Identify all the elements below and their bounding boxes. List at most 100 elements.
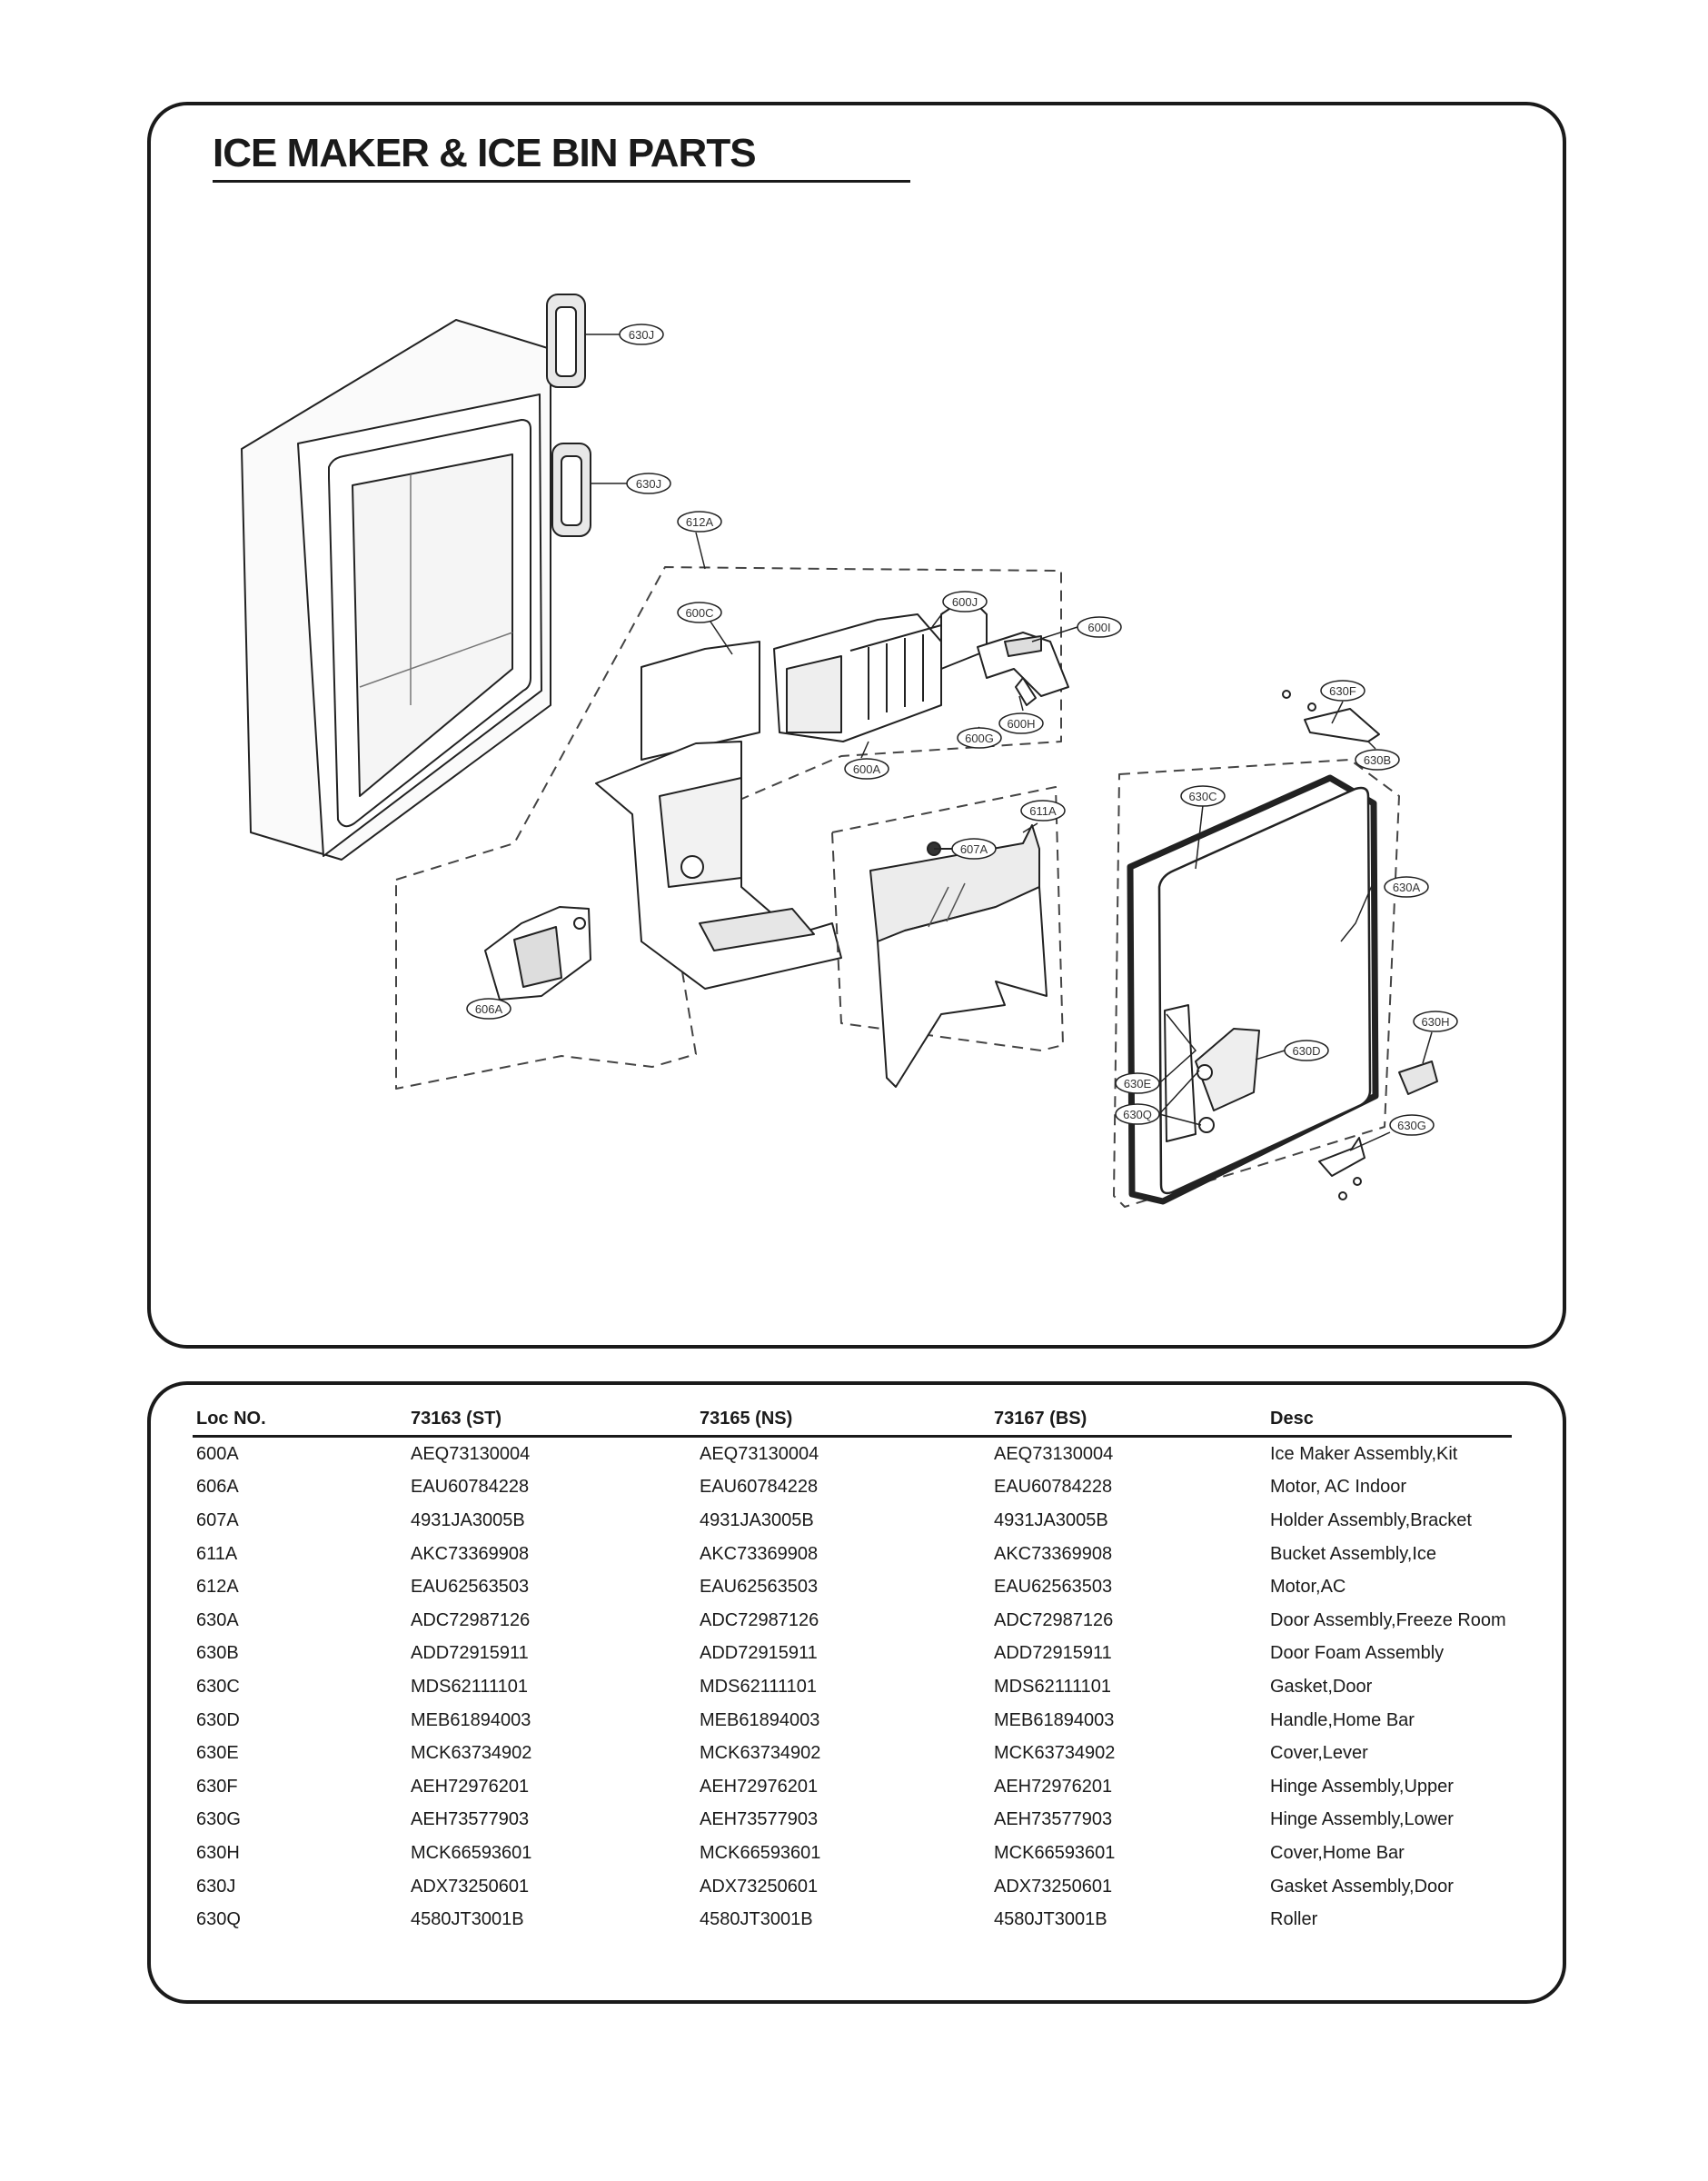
callout-630q: 630Q — [1123, 1108, 1152, 1121]
cell-desc: Hinge Assembly,Upper — [1270, 1776, 1454, 1797]
cell-desc: Holder Assembly,Bracket — [1270, 1509, 1472, 1530]
cell-part-bs: EAU62563503 — [994, 1577, 1113, 1598]
exploded-parts-diagram: 630J 630J 612A 600C 600J 600I 600H 600G … — [241, 294, 1458, 1208]
cell-part-ns: MCK63734902 — [700, 1743, 821, 1764]
column-header-73167-bs: 73167 (BS) — [990, 1403, 1266, 1438]
cell-desc: Roller — [1270, 1909, 1318, 1930]
callout-630j-lower: 630J — [636, 477, 661, 491]
parts-table-panel: Loc NO. 73163 (ST) 73165 (NS) 73167 (BS)… — [147, 1381, 1566, 2004]
cell-loc: 630B — [196, 1643, 239, 1664]
column-header-73163-st: 73163 (ST) — [407, 1403, 696, 1438]
callout-607a: 607A — [960, 842, 988, 856]
cell-loc: 630G — [196, 1809, 241, 1830]
cell-desc: Hinge Assembly,Lower — [1270, 1809, 1454, 1830]
cell-part-bs: ADD72915911 — [994, 1643, 1112, 1664]
callout-600g: 600G — [965, 732, 994, 745]
cell-desc: Gasket Assembly,Door — [1270, 1876, 1454, 1897]
cell-loc: 630D — [196, 1709, 240, 1730]
cell-part-ns: AEH73577903 — [700, 1809, 819, 1830]
cell-part-st: ADC72987126 — [411, 1609, 531, 1630]
cell-part-ns: AEH72976201 — [700, 1776, 819, 1797]
cell-part-ns: ADC72987126 — [700, 1609, 819, 1630]
callout-630g: 630G — [1397, 1119, 1426, 1132]
cell-desc: Door Foam Assembly — [1270, 1643, 1445, 1664]
callout-630c: 630C — [1188, 790, 1216, 803]
cell-desc: Bucket Assembly,Ice — [1270, 1543, 1437, 1564]
table-row: 630A ADC72987126 ADC72987126 ADC72987126 Doo… — [193, 1604, 1512, 1638]
cell-part-bs: AEQ73130004 — [994, 1443, 1114, 1464]
cell-desc: Motor, AC Indoor — [1270, 1477, 1407, 1498]
cell-loc: 630C — [196, 1676, 240, 1697]
callout-612a: 612A — [686, 515, 714, 529]
cell-loc: 600A — [196, 1443, 239, 1464]
cell-desc: Gasket,Door — [1270, 1676, 1373, 1697]
cell-part-ns: 4931JA3005B — [700, 1509, 814, 1530]
callout-600c: 600C — [685, 606, 713, 620]
cell-part-bs: AEH73577903 — [994, 1809, 1113, 1830]
cell-loc: 612A — [196, 1577, 239, 1598]
cell-part-st: ADD72915911 — [411, 1643, 529, 1664]
cell-desc: Handle,Home Bar — [1270, 1709, 1415, 1730]
cell-loc: 630H — [196, 1842, 240, 1863]
cell-part-st: ADX73250601 — [411, 1876, 530, 1897]
cell-part-ns: MDS62111101 — [700, 1676, 817, 1697]
column-header-desc: Desc — [1266, 1403, 1512, 1438]
callout-600i: 600I — [1087, 621, 1110, 634]
table-row: 630G AEH73577903 AEH73577903 AEH73577903 Hin… — [193, 1804, 1512, 1837]
cell-part-bs: MCK63734902 — [994, 1743, 1116, 1764]
cell-loc: 630A — [196, 1609, 239, 1630]
cell-part-st: MCK66593601 — [411, 1842, 532, 1863]
cell-part-bs: ADC72987126 — [994, 1609, 1114, 1630]
callout-630e: 630E — [1124, 1077, 1152, 1090]
cell-part-ns: EAU60784228 — [700, 1477, 819, 1498]
cell-loc: 607A — [196, 1509, 239, 1530]
cell-part-ns: AEQ73130004 — [700, 1443, 819, 1464]
cell-part-bs: 4931JA3005B — [994, 1509, 1108, 1530]
cell-part-bs: MEB61894003 — [994, 1709, 1115, 1730]
callout-606a: 606A — [475, 1002, 503, 1016]
callout-630d: 630D — [1292, 1044, 1320, 1058]
gasket-630j-parts — [546, 294, 591, 537]
ice-maker-subparts-illustration — [977, 632, 1069, 706]
callout-611a: 611A — [1029, 804, 1057, 818]
callout-630f: 630F — [1329, 684, 1356, 698]
cell-desc: Door Assembly,Freeze Room — [1270, 1609, 1506, 1630]
cell-part-ns: ADD72915911 — [700, 1643, 818, 1664]
bracket-assembly-illustration — [595, 641, 842, 990]
cell-part-st: AEH73577903 — [411, 1809, 530, 1830]
table-row: 630B ADD72915911 ADD72915911 ADD72915911 Doo… — [193, 1638, 1512, 1671]
cell-loc: 630J — [196, 1876, 236, 1897]
table-header-row: Loc NO. 73163 (ST) 73165 (NS) 73167 (BS)… — [193, 1403, 1512, 1438]
cell-part-ns: 4580JT3001B — [700, 1909, 813, 1930]
ice-maker-illustration — [773, 595, 988, 742]
cell-part-st: 4931JA3005B — [411, 1509, 525, 1530]
cell-part-bs: MCK66593601 — [994, 1842, 1116, 1863]
cell-part-bs: AKC73369908 — [994, 1543, 1113, 1564]
cell-part-st: EAU60784228 — [411, 1477, 530, 1498]
callout-600a: 600A — [853, 762, 881, 776]
diagram-panel: ICE MAKER & ICE BIN PARTS — [147, 102, 1566, 1349]
column-header-loc-no: Loc NO. — [193, 1403, 407, 1438]
cell-part-bs: EAU60784228 — [994, 1477, 1113, 1498]
cell-part-bs: MDS62111101 — [994, 1676, 1111, 1697]
callout-600h: 600H — [1007, 717, 1035, 731]
cell-desc: Ice Maker Assembly,Kit — [1270, 1443, 1458, 1464]
cell-loc: 630E — [196, 1743, 239, 1764]
door-handle-illustration — [1164, 1004, 1260, 1142]
cell-part-ns: MEB61894003 — [700, 1709, 820, 1730]
ice-bucket-illustration — [869, 824, 1048, 1088]
callout-630a: 630A — [1393, 881, 1421, 894]
cell-loc: 630F — [196, 1776, 238, 1797]
cell-part-bs: AEH72976201 — [994, 1776, 1113, 1797]
cell-part-ns: EAU62563503 — [700, 1577, 819, 1598]
cell-part-st: 4580JT3001B — [411, 1909, 524, 1930]
